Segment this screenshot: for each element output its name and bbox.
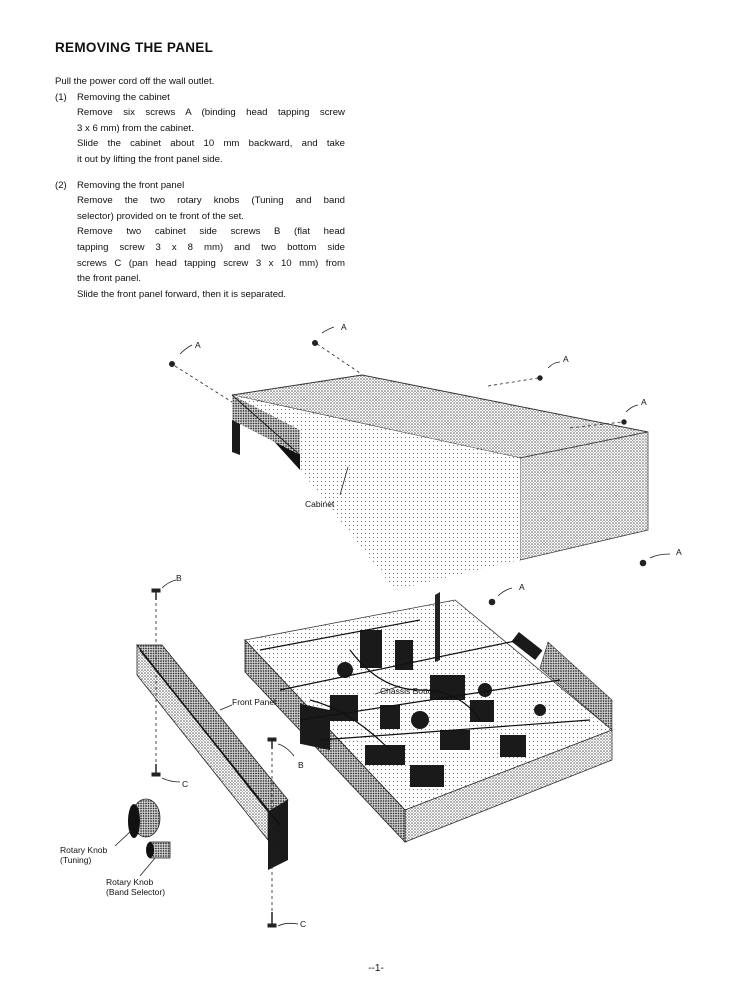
page-title: REMOVING THE PANEL xyxy=(55,40,214,55)
label-screw-a: A xyxy=(563,354,569,364)
step-1-title: Removing the cabinet xyxy=(77,91,170,103)
page-number: --1- xyxy=(368,963,384,974)
screws-a xyxy=(169,326,671,606)
intro-text: Pull the power cord off the wall outlet. xyxy=(55,76,215,87)
label-screw-a: A xyxy=(519,582,525,592)
knob-band-drawing xyxy=(146,841,171,859)
label-knob-band-line2: (Band Selector) xyxy=(106,887,165,897)
label-screw-a: A xyxy=(341,322,347,332)
step-2-line: the front panel. xyxy=(77,273,142,285)
label-screw-b: B xyxy=(298,760,304,770)
label-screw-a: A xyxy=(676,547,682,557)
label-screw-a: A xyxy=(195,340,201,350)
step-1-line: Slide the cabinet about 10 mm backward, … xyxy=(77,138,345,150)
chassis-drawing xyxy=(244,592,613,844)
step-2-body: Remove the two rotary knobs (Tuning and … xyxy=(55,193,345,302)
label-screw-b: B xyxy=(176,573,182,583)
front-panel-drawing xyxy=(136,643,289,870)
screws-b-c xyxy=(151,579,299,928)
step-2-number: (2) xyxy=(55,179,67,191)
instructions: Pull the power cord off the wall outlet.… xyxy=(55,74,345,302)
label-screw-c: C xyxy=(300,919,306,929)
step-1-number: (1) xyxy=(55,91,67,103)
cabinet-drawing xyxy=(231,374,649,590)
step-1-line: it out by lifting the front panel side. xyxy=(77,153,223,165)
disassembly-diagram: A A A A A A Cabinet xyxy=(60,322,682,929)
step-1-line: Remove six screws A (binding head tappin… xyxy=(77,107,345,119)
step-2-line: selector) provided on te front of the se… xyxy=(77,210,244,222)
label-screw-c: C xyxy=(182,779,188,789)
label-chassis-bottom: Chassis Bottom xyxy=(380,686,440,696)
step-1-body: Remove six screws A (binding head tappin… xyxy=(55,105,345,167)
step-2-line: screws C (pan head tapping screw 3 x 10 … xyxy=(77,257,345,269)
step-1-line: 3 x 6 mm) from the cabinet. xyxy=(77,122,194,134)
step-1-heading: (1) Removing the cabinet xyxy=(55,90,345,106)
step-2-line: Remove two cabinet side screws B (flat h… xyxy=(77,226,345,238)
label-knob-tuning-line1: Rotary Knob xyxy=(60,845,108,855)
step-2-line: Slide the front panel forward, then it i… xyxy=(77,288,287,300)
label-screw-a: A xyxy=(641,397,647,407)
step-2-title: Removing the front panel xyxy=(77,179,185,191)
label-front-panel: Front Panel xyxy=(232,697,276,707)
step-2-line: tapping screw 3 x 8 mm) and two bottom s… xyxy=(77,241,345,253)
label-knob-tuning-line2: (Tuning) xyxy=(60,855,92,865)
label-cabinet: Cabinet xyxy=(305,499,335,509)
knob-tuning-drawing xyxy=(128,798,161,838)
step-2-heading: (2) Removing the front panel xyxy=(55,178,345,194)
label-knob-band-line1: Rotary Knob xyxy=(106,877,154,887)
step-2-line: Remove the two rotary knobs (Tuning and … xyxy=(77,195,345,207)
